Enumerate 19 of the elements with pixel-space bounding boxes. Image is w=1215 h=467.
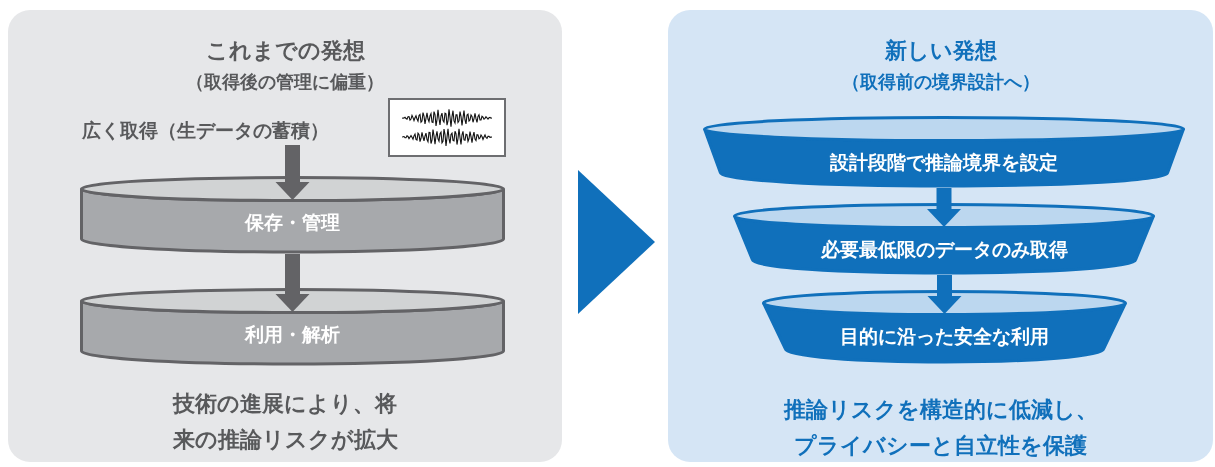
panel xyxy=(8,10,562,462)
layer-label: 必要最低限のデータのみ取得 xyxy=(819,237,1069,262)
panel-conclusion: 技術の進展により、将来の推論リスクが拡大 xyxy=(171,390,399,454)
panel-heading: 新しい発想 xyxy=(883,37,998,65)
cylinder-layer xyxy=(80,288,505,366)
funnel-layer xyxy=(733,203,1155,275)
layer-label: 利用・解析 xyxy=(243,322,341,347)
funnel-layer xyxy=(762,290,1127,364)
cylinder-layer xyxy=(80,176,505,254)
layer-label: 設計段階で推論境界を設定 xyxy=(829,150,1059,175)
panel-subheading: （取得後の管理に偏重） xyxy=(185,70,385,94)
layer-label: 目的に沿った安全な利用 xyxy=(839,324,1050,349)
step-text: 広く取得（生データの蓄積） xyxy=(82,115,382,145)
panel-heading: これまでの発想 xyxy=(204,37,366,65)
panel-conclusion: 推論リスクを構造的に低減し、プライバシーと自立性を保護 xyxy=(782,396,1099,460)
panel-subheading: （取得前の境界設計へ） xyxy=(840,70,1041,94)
panel xyxy=(668,10,1213,462)
funnel-layer xyxy=(703,116,1185,188)
layer-label: 保存・管理 xyxy=(243,210,341,235)
